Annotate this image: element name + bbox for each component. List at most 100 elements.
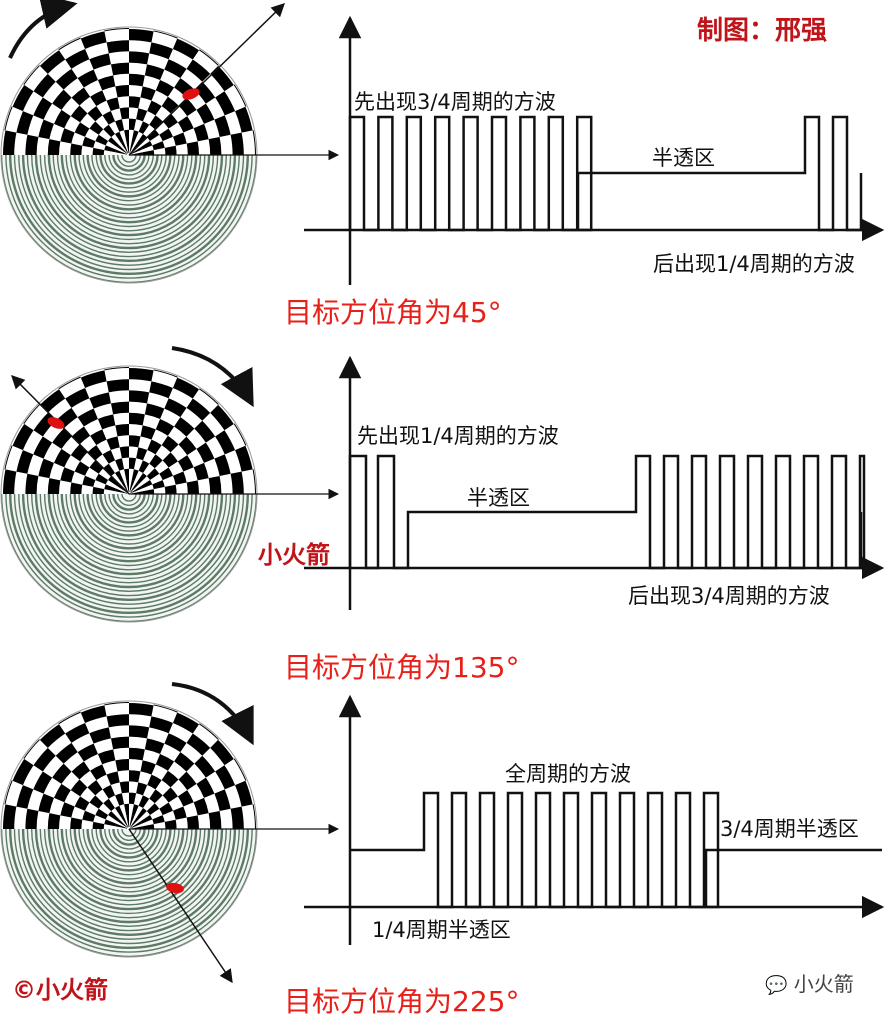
checker-cell	[4, 106, 13, 131]
checker-cell	[136, 447, 148, 461]
waveform-3	[350, 791, 882, 909]
spoke-sector	[130, 147, 142, 155]
checker-cell	[235, 106, 253, 133]
ring-arc	[117, 828, 141, 841]
axes-1	[304, 15, 885, 285]
checker-cell	[52, 89, 72, 110]
ring-arc	[0, 154, 258, 284]
checker-cell	[97, 75, 116, 91]
ring-arc	[112, 828, 146, 846]
ring-arc	[73, 828, 185, 885]
checker-cell	[115, 759, 129, 772]
checker-cell	[196, 442, 215, 463]
checker-cell	[97, 414, 116, 430]
checker-cell	[186, 59, 211, 82]
checker-cell	[3, 804, 17, 829]
checker-cell	[74, 461, 90, 476]
reticle-disc-1	[0, 26, 258, 284]
spoke-sector	[121, 816, 129, 828]
spoke-sector	[130, 817, 139, 828]
checker-cell	[82, 136, 96, 148]
ring-arc	[82, 828, 176, 876]
checker-cell	[129, 51, 150, 65]
checker-cell	[95, 808, 109, 820]
ring-arc	[13, 493, 245, 610]
checker-cell	[74, 796, 90, 811]
ring-arc	[18, 493, 240, 605]
ring-arc	[78, 828, 180, 880]
checker-cell	[144, 403, 165, 419]
checker-cell	[39, 389, 66, 413]
checker-cell	[90, 764, 107, 781]
checker-cell	[186, 398, 211, 421]
spoke-sector	[130, 482, 139, 493]
ring-arc	[39, 154, 219, 245]
checker-cell	[155, 79, 175, 97]
checker-cell	[53, 448, 71, 468]
checker-cell	[138, 121, 150, 135]
checker-cell	[233, 84, 247, 107]
checker-cell	[235, 780, 253, 807]
ring-arc	[69, 154, 189, 215]
checker-cell	[38, 119, 54, 140]
waveform-1	[348, 115, 863, 232]
checker-cell	[186, 480, 199, 494]
checker-cell	[47, 478, 61, 494]
ring-arc	[99, 828, 159, 859]
checker-cell	[159, 802, 173, 816]
checker-cell	[252, 130, 256, 155]
ring-arc	[21, 154, 237, 263]
brand-bottom-label: ©小火箭	[12, 976, 108, 1004]
ring-arc	[112, 493, 146, 511]
checker-cell	[38, 793, 54, 814]
spoke-sector	[115, 149, 128, 155]
checker-cell	[199, 49, 219, 66]
ring-arc	[112, 154, 146, 172]
checker-cell	[149, 716, 173, 734]
ring-arc	[9, 154, 249, 275]
checker-cell	[208, 136, 222, 155]
checker-cell	[196, 777, 215, 798]
spoke-sector	[130, 826, 143, 829]
checker-cell	[108, 137, 120, 148]
checker-cell	[82, 475, 96, 487]
target-ray-1	[128, 3, 285, 156]
checker-cell	[129, 792, 137, 805]
ring-arc	[43, 154, 215, 241]
checker-cell	[215, 91, 236, 116]
checker-cell	[149, 381, 173, 399]
checker-cell	[115, 85, 129, 98]
checker-cell	[252, 469, 256, 494]
checker-cell	[92, 821, 105, 829]
checker-cell	[53, 783, 71, 803]
ring-arc	[78, 493, 180, 545]
checker-cell	[104, 484, 117, 492]
checker-cell	[53, 109, 71, 129]
checker-cell	[162, 787, 178, 803]
checker-cell	[210, 404, 234, 431]
ring-arc	[56, 493, 202, 567]
checker-cell	[129, 29, 154, 43]
checker-cell	[77, 743, 98, 762]
ring-arc	[104, 493, 154, 519]
panel1-semi-label: 半透区	[652, 146, 715, 170]
checker-cell	[89, 121, 104, 135]
checker-cell	[47, 813, 61, 829]
checker-cell	[129, 368, 154, 382]
ring-arc	[86, 493, 172, 537]
checker-cell	[103, 124, 115, 138]
ring-arc	[13, 154, 245, 271]
ring-arc	[56, 828, 202, 902]
checker-cell	[186, 141, 199, 155]
spoke-sector	[117, 145, 128, 154]
ring-arc	[95, 154, 163, 189]
checker-cell	[124, 129, 129, 142]
ring-arc	[108, 828, 150, 850]
ring-arc	[60, 828, 198, 898]
checker-cell	[65, 722, 90, 743]
checker-cell	[80, 705, 107, 723]
checker-cell	[106, 771, 120, 786]
wechat-icon: 💬	[765, 975, 788, 996]
checker-cell	[140, 760, 156, 775]
ring-arc	[39, 493, 219, 584]
